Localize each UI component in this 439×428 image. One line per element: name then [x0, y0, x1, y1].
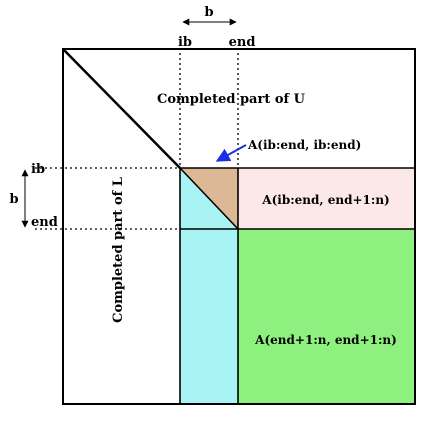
row-panel-region — [238, 168, 415, 229]
left-ib-label: ib — [31, 162, 45, 177]
row-panel-label: A(ib:end, end+1:n) — [261, 193, 389, 207]
top-ib-label: ib — [178, 35, 192, 50]
completed-u-label: Completed part of U — [157, 92, 306, 107]
trailing-label: A(end+1:n, end+1:n) — [254, 333, 397, 347]
left-end-label: end — [31, 215, 58, 230]
completed-l-label: Completed part of L — [111, 177, 126, 323]
diag-block-label: A(ib:end, ib:end) — [247, 138, 361, 152]
dotted-guides — [35, 48, 239, 230]
matrix-outline — [62, 48, 416, 405]
region-borders — [179, 167, 415, 404]
trailing-submatrix-region — [238, 229, 415, 404]
left-b-label: b — [9, 192, 18, 207]
diag-block-pointer-arrow — [215, 144, 247, 162]
top-end-label: end — [229, 35, 256, 50]
matrix-diagonal-line — [62, 48, 181, 169]
top-b-label: b — [204, 5, 213, 20]
